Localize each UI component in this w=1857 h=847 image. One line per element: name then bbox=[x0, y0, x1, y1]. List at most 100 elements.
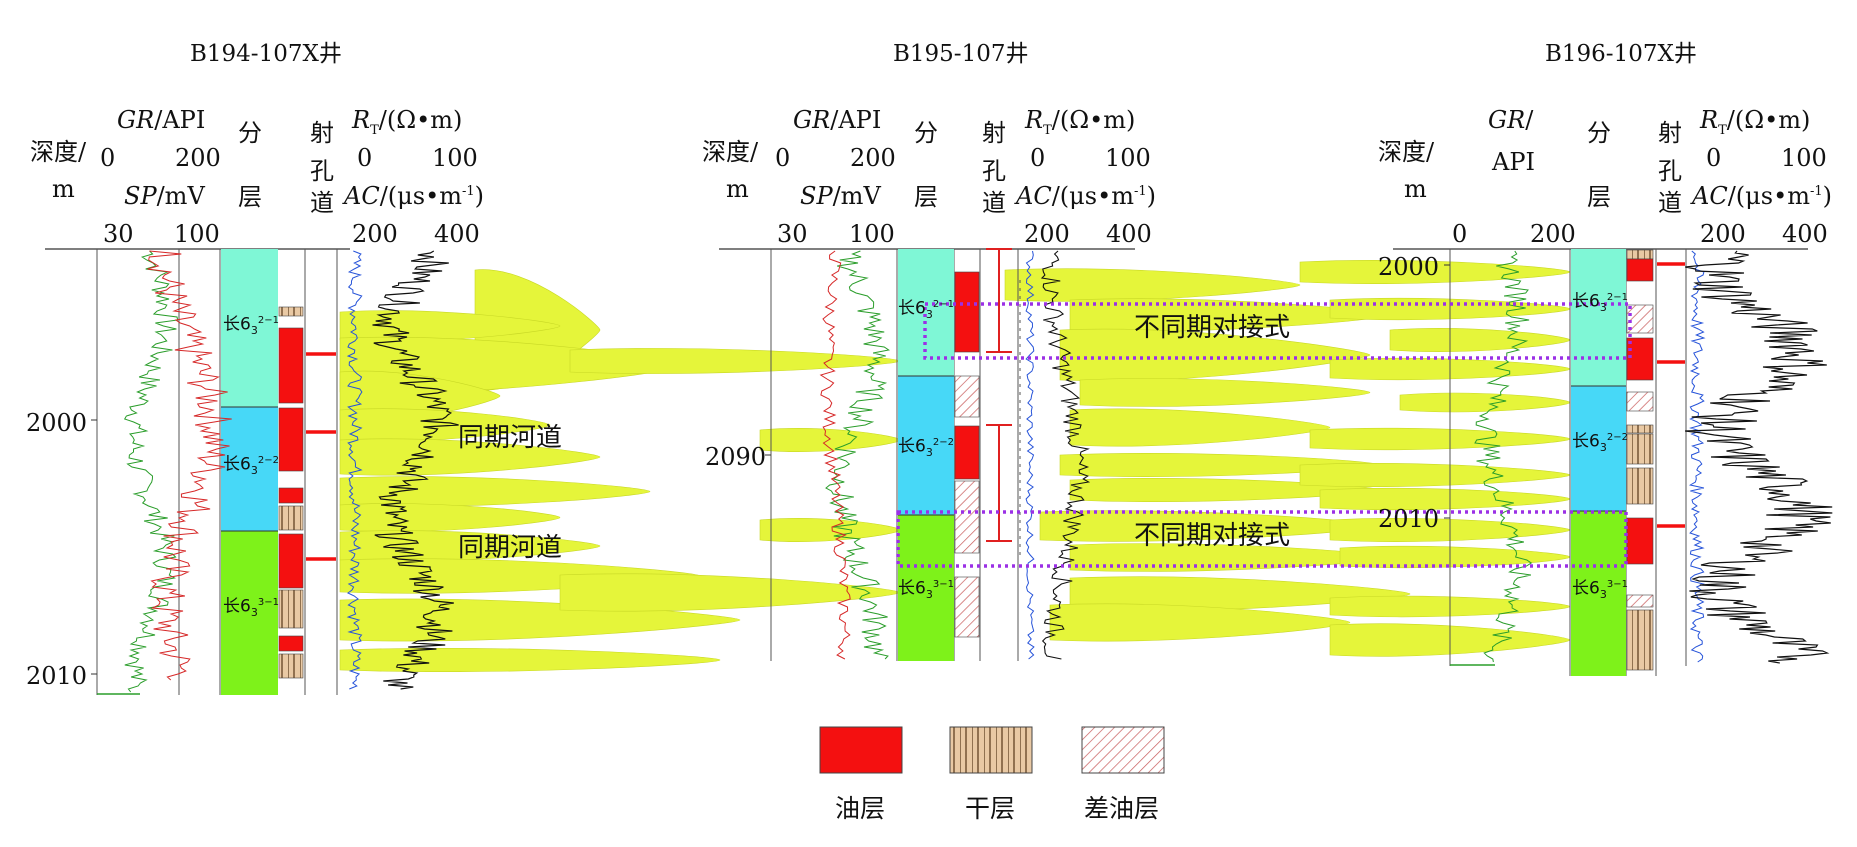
rt-scale-max: 100 bbox=[1105, 144, 1151, 172]
sp-scale-max: 100 bbox=[849, 220, 895, 248]
layer-header-a: 分 bbox=[914, 119, 938, 147]
sp-scale-min: 30 bbox=[777, 220, 808, 248]
ac-sup: -1 bbox=[1133, 184, 1147, 199]
well-title-2: B195-107井 bbox=[893, 41, 1029, 67]
rt-sub: T bbox=[1043, 122, 1052, 138]
layer-header-b: 层 bbox=[1587, 183, 1611, 211]
perf-header-c: 道 bbox=[310, 189, 334, 217]
legend-dry-label: 干层 bbox=[965, 794, 1016, 823]
rt-unit: /(Ω•m) bbox=[378, 106, 463, 134]
perf-header-a: 射 bbox=[310, 119, 334, 147]
sp-scale-min: 30 bbox=[103, 220, 134, 248]
ac-scale-min: 200 bbox=[1700, 220, 1746, 248]
ac-unit: /(μs•m bbox=[1727, 182, 1810, 210]
layer-label: 长632−2 bbox=[1572, 431, 1628, 455]
well2-poor-oil-layer bbox=[954, 375, 980, 418]
ac-close: ) bbox=[1822, 182, 1833, 210]
well2-layer-lower bbox=[898, 515, 954, 661]
rt-label: R bbox=[1700, 106, 1719, 134]
layer-label: 长632−1 bbox=[898, 298, 954, 322]
ac-sup: -1 bbox=[461, 184, 475, 199]
rt-sub: T bbox=[1718, 122, 1727, 138]
layer-header-a: 分 bbox=[1587, 119, 1611, 147]
well2-poor-oil-layer bbox=[954, 480, 980, 554]
perf-header-a: 射 bbox=[1658, 119, 1682, 147]
well2-oil-layer bbox=[954, 425, 980, 480]
perf-header-a: 射 bbox=[982, 119, 1006, 147]
well2-oil-layer bbox=[954, 271, 980, 353]
ac-scale-min: 200 bbox=[352, 220, 398, 248]
rt-label: R bbox=[1025, 106, 1044, 134]
well1-dry-layer bbox=[278, 589, 304, 629]
depth-tick: 2090 bbox=[705, 443, 767, 471]
well2-gr-curve bbox=[825, 250, 890, 660]
well2-ac-curve bbox=[1025, 250, 1035, 660]
perf-header-b: 孔 bbox=[310, 157, 334, 185]
sandbody-lens bbox=[339, 476, 651, 507]
well1-rt-curve bbox=[372, 250, 459, 690]
ac-label: AC bbox=[344, 182, 380, 210]
well2-layer-middle bbox=[898, 376, 954, 515]
diff-period-docking-label: 不同期对接式 bbox=[1134, 521, 1291, 551]
sp-label: SP bbox=[800, 182, 833, 210]
well1-sp-curve bbox=[147, 250, 232, 681]
sandbody-lens bbox=[759, 518, 901, 542]
layer-header-a: 分 bbox=[238, 119, 262, 147]
sandbody-lens bbox=[1049, 603, 1351, 642]
well3-dry-layer bbox=[1626, 467, 1654, 505]
gr-unit-api: API bbox=[1492, 148, 1535, 176]
ac-label: AC bbox=[1692, 182, 1728, 210]
legend-poor-oil-swatch bbox=[1081, 726, 1165, 774]
legend-oil-swatch bbox=[819, 726, 903, 774]
layer-label: 长633−1 bbox=[898, 578, 954, 602]
layer-label: 长632−2 bbox=[223, 454, 279, 478]
well3-oil-layer bbox=[1626, 517, 1654, 565]
well2-rt-curve bbox=[1040, 250, 1091, 660]
legend-oil-label: 油层 bbox=[835, 794, 886, 823]
sandbody-lens bbox=[1004, 268, 1301, 302]
rt-sub: T bbox=[370, 122, 379, 138]
gr-unit: /API bbox=[830, 106, 882, 134]
rt-unit: /(Ω•m) bbox=[1726, 106, 1811, 134]
sp-unit: /mV bbox=[156, 182, 205, 210]
well3-layer-upper bbox=[1571, 249, 1626, 386]
sandbody-lens bbox=[1399, 392, 1571, 413]
sandbody-lens bbox=[1389, 328, 1571, 352]
ac-unit: /(μs•m bbox=[379, 182, 462, 210]
well1-oil-layer bbox=[278, 487, 304, 504]
gr-label: GR bbox=[1488, 106, 1526, 134]
sp-label: SP bbox=[124, 182, 157, 210]
sandbody-lens bbox=[559, 573, 901, 612]
same-period-channel-label: 同期河道 bbox=[458, 533, 563, 563]
rt-scale-max: 100 bbox=[1781, 144, 1827, 172]
depth-tick: 2000 bbox=[26, 409, 88, 437]
well1-tracks bbox=[45, 248, 459, 695]
depth-unit: m bbox=[52, 175, 75, 203]
ac-scale-min: 200 bbox=[1024, 220, 1070, 248]
gr-scale-max: 200 bbox=[1530, 220, 1576, 248]
well2-perforation bbox=[986, 248, 1012, 542]
perf-header-c: 道 bbox=[982, 189, 1006, 217]
well3-poor-oil-layer bbox=[1626, 391, 1654, 412]
depth-label: 深度/ bbox=[1378, 138, 1435, 166]
well1-layer-middle bbox=[221, 407, 278, 531]
sandbody-lens bbox=[1319, 487, 1571, 511]
gr-label: GR bbox=[793, 106, 831, 134]
well3-oil-layer bbox=[1626, 258, 1654, 282]
well1-gr-curve bbox=[123, 250, 179, 693]
rt-unit: /(Ω•m) bbox=[1051, 106, 1136, 134]
layer-label: 长633−1 bbox=[1572, 578, 1628, 602]
sandbody-lens bbox=[569, 348, 901, 374]
well1-dry-layer bbox=[278, 653, 304, 679]
gr-unit-split: / bbox=[1525, 106, 1534, 134]
well1-oil-layer bbox=[278, 407, 304, 472]
sandbody-lens bbox=[339, 503, 561, 532]
perf-header-b: 孔 bbox=[1658, 157, 1682, 185]
gr-unit: /API bbox=[154, 106, 206, 134]
rt-scale-min: 0 bbox=[357, 144, 373, 172]
ac-sup: -1 bbox=[1809, 184, 1823, 199]
diff-period-box-lower bbox=[896, 510, 1628, 568]
sp-scale-max: 100 bbox=[174, 220, 220, 248]
layer-label: 长633−1 bbox=[223, 596, 279, 620]
layer-header-b: 层 bbox=[914, 183, 938, 211]
